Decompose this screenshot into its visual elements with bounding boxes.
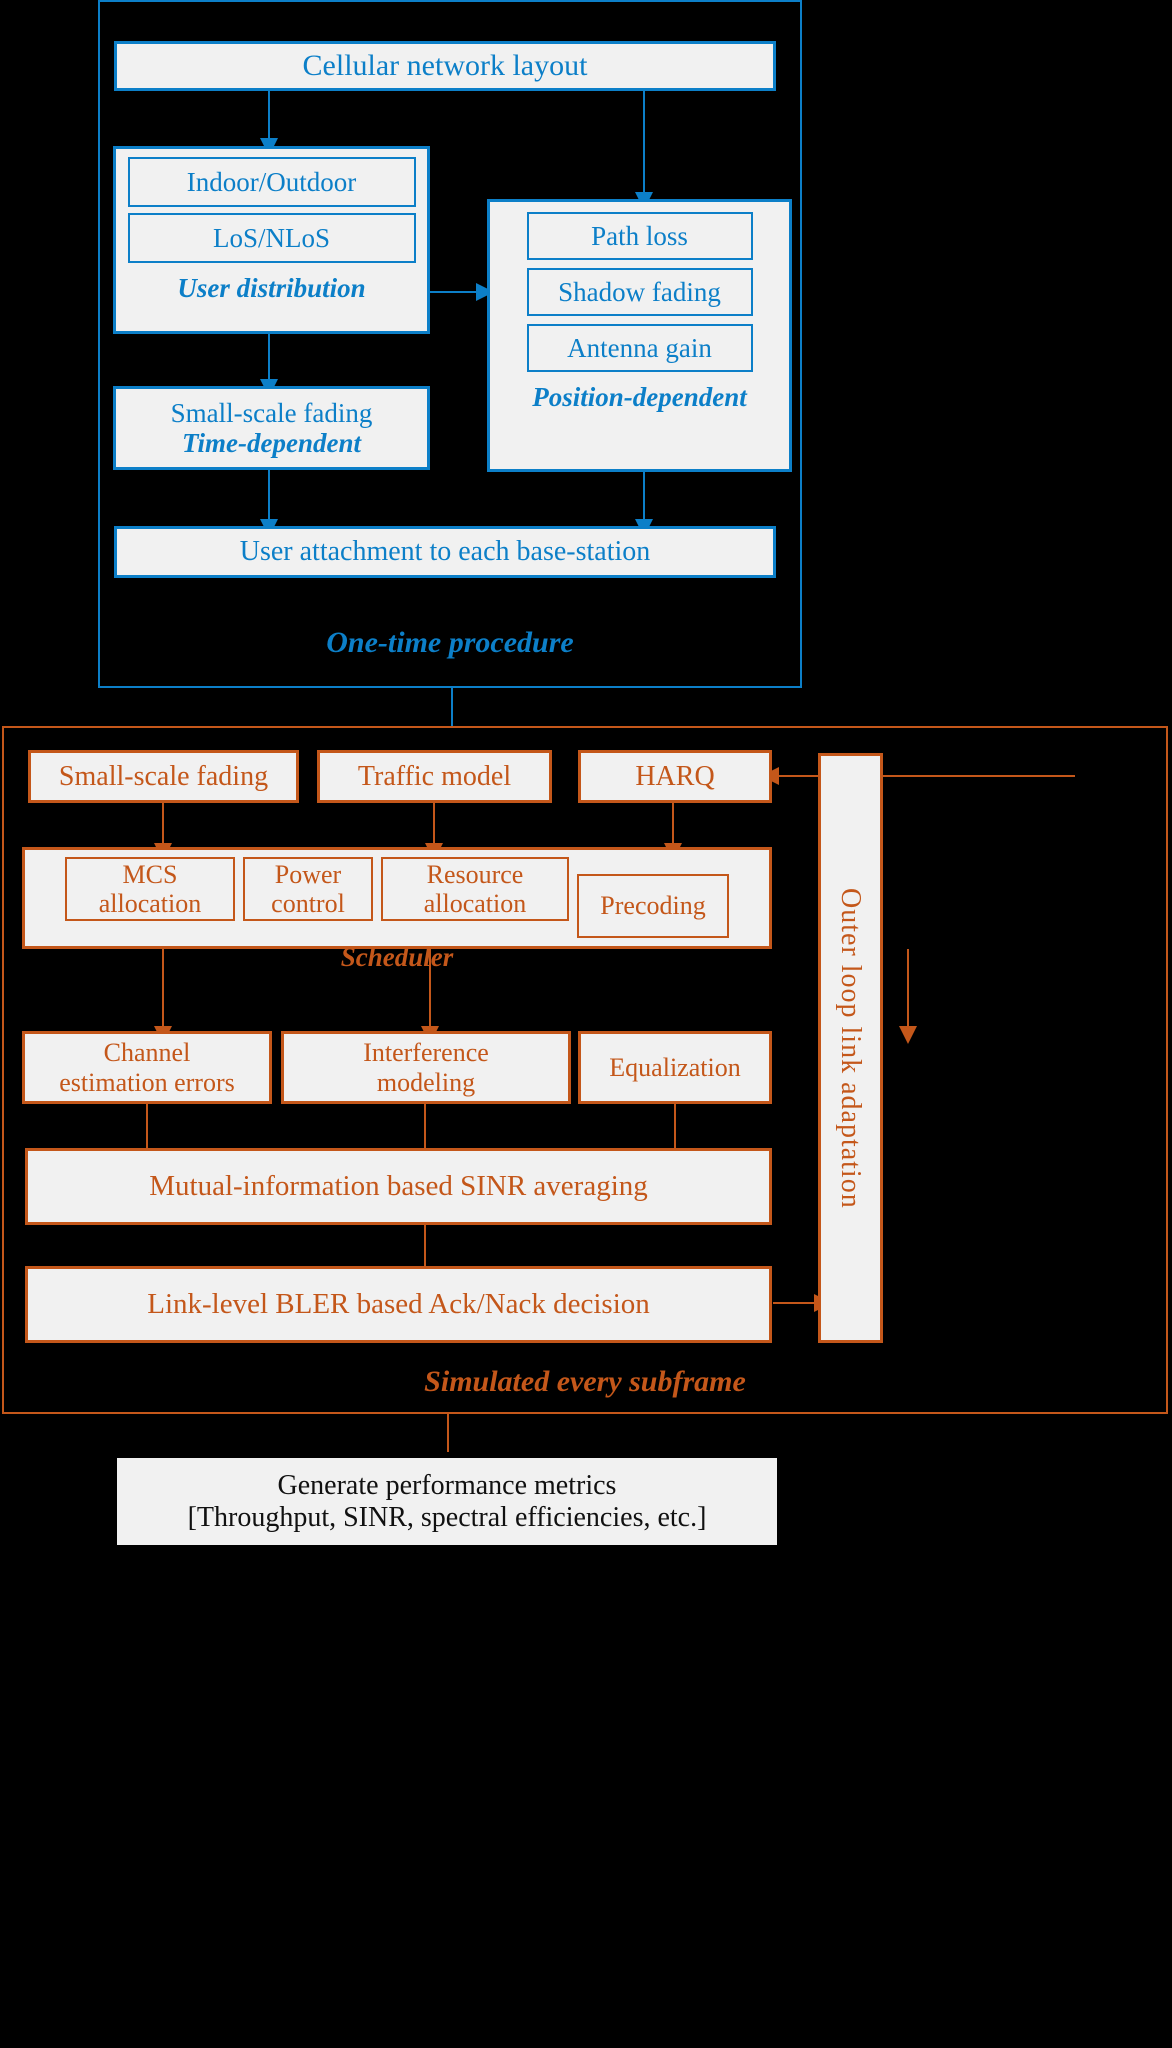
box-label: Mutual-information based SINR averaging (149, 1170, 648, 1203)
box-label: Cellular network layout (302, 49, 588, 83)
box-label: Antenna gain (567, 332, 712, 363)
box-label: Resource allocation (423, 859, 527, 918)
box-path-loss[interactable]: Path loss (526, 212, 753, 260)
box-user-attachment[interactable]: User attachment to each base-station (114, 526, 776, 578)
box-label: Interference modeling (363, 1038, 489, 1097)
caption-position-dependent: Position-dependent (532, 382, 747, 412)
box-outer-loop-link-adaptation[interactable]: Outer loop link adaptation (818, 753, 883, 1343)
box-label: Shadow fading (558, 276, 721, 307)
caption-scheduler: Scheduler (340, 942, 454, 972)
box-los-nlos[interactable]: LoS/NLoS (127, 213, 416, 263)
box-small-scale-fading-upper[interactable]: Small-scale fading Time-dependent (113, 386, 430, 470)
box-label: Equalization (609, 1052, 741, 1082)
box-antenna-gain[interactable]: Antenna gain (526, 324, 753, 372)
box-channel-estimation-errors[interactable]: Channel estimation errors (22, 1031, 272, 1104)
box-mi-based-sinr-averaging[interactable]: Mutual-information based SINR averaging (25, 1148, 772, 1225)
box-cellular-network-layout[interactable]: Cellular network layout (114, 41, 776, 91)
caption-time-dependent: Time-dependent (182, 428, 361, 458)
box-precoding[interactable]: Precoding (577, 874, 729, 938)
box-label: Link-level BLER based Ack/Nack decision (147, 1288, 650, 1321)
box-traffic-model[interactable]: Traffic model (317, 750, 552, 803)
box-indoor-outdoor[interactable]: Indoor/Outdoor (127, 157, 416, 207)
box-label: HARQ (635, 760, 715, 792)
box-label: Traffic model (357, 760, 512, 792)
box-label: Power control (271, 859, 345, 918)
box-link-level-bler-acknack[interactable]: Link-level BLER based Ack/Nack decision (25, 1266, 772, 1343)
footer-line-1: Generate performance metrics (277, 1470, 617, 1502)
box-resource-allocation[interactable]: Resource allocation (381, 857, 569, 921)
footer-line-2: [Throughput, SINR, spectral efficiencies… (187, 1501, 707, 1533)
box-label: MCS allocation (98, 859, 202, 918)
box-equalization[interactable]: Equalization (578, 1031, 772, 1104)
box-label: Precoding (600, 891, 706, 921)
group-scheduler: MCS allocation Power control Resource al… (22, 847, 772, 972)
box-title: Small-scale fading (170, 397, 373, 428)
box-label: Path loss (591, 220, 688, 251)
group-position-dependent: Path loss Shadow fading Antenna gain Pos… (487, 199, 792, 472)
box-generate-performance-metrics[interactable]: Generate performance metrics [Throughput… (117, 1458, 777, 1545)
box-label: LoS/NLoS (212, 222, 331, 253)
box-shadow-fading[interactable]: Shadow fading (526, 268, 753, 316)
box-mcs-allocation[interactable]: MCS allocation (65, 857, 235, 921)
panel-simulated-every-subframe (2, 726, 1168, 1414)
box-label: Channel estimation errors (59, 1038, 235, 1097)
box-harq[interactable]: HARQ (578, 750, 772, 803)
box-label: Small-scale fading (58, 760, 269, 792)
box-power-control[interactable]: Power control (243, 857, 373, 921)
group-user-distribution: Indoor/Outdoor LoS/NLoS User distributio… (113, 146, 430, 334)
box-small-scale-fading-lower[interactable]: Small-scale fading (28, 750, 299, 803)
box-label: Outer loop link adaptation (835, 887, 867, 1209)
panel-one-time-procedure (98, 0, 802, 688)
box-label: Indoor/Outdoor (186, 166, 357, 197)
box-interference-modeling[interactable]: Interference modeling (281, 1031, 571, 1104)
caption-user-distribution: User distribution (177, 273, 366, 303)
caption-one-time-procedure: One-time procedure (326, 626, 574, 659)
box-label: User attachment to each base-station (239, 536, 651, 568)
caption-simulated-every-subframe: Simulated every subframe (424, 1365, 746, 1398)
